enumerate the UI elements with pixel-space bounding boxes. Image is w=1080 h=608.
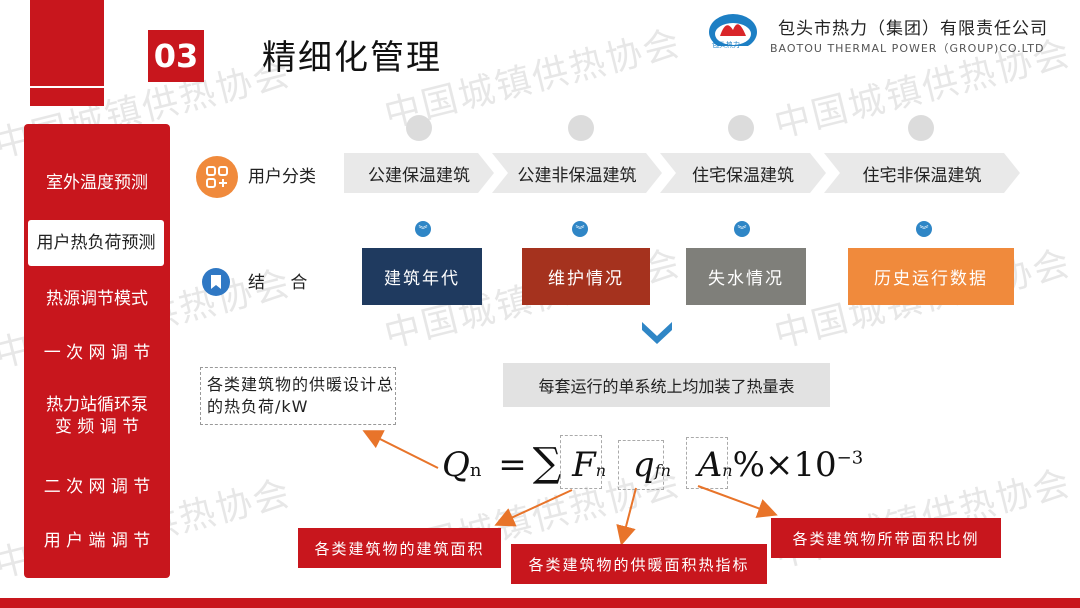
step-dot [728,115,754,141]
formula-box-f [560,435,602,489]
formula-box-q [618,440,664,490]
factor-water-loss: 失水情况 [686,248,806,305]
step-dot [568,115,594,141]
section-number: 03 [148,30,204,82]
chevron-down-icon: ︾ [572,221,588,237]
formula-sum: ∑ [532,440,562,486]
formula-tail: %×10 [732,445,837,485]
ratio-annotation: 各类建筑物所带面积比例 [771,518,1001,558]
sidebar-item-primary-network[interactable]: 一 次 网 调 节 [43,343,151,363]
arrow-down-icon [640,318,674,346]
chevron-down-icon: ︾ [734,221,750,237]
step-dot [406,115,432,141]
logo-text: 包头热力 [712,41,740,49]
category-label: 用户分类 [248,167,316,187]
sidebar: 室外温度预测 用户热负荷预测 热源调节模式 一 次 网 调 节 热力站循环泵 变… [24,124,170,578]
formula-exponent: −3 [836,447,864,469]
category-residential-non-insulated: 住宅非保温建筑 [824,153,1020,193]
category-icon [196,156,238,198]
formula-q: q [632,445,655,485]
category-residential-insulated: 住宅保温建筑 [660,153,826,193]
header-red-band-lower [30,88,104,106]
sidebar-item-heat-source[interactable]: 热源调节模式 [46,289,148,309]
company-logo [706,10,760,58]
heat-load-formula: Qn =∑ Fn qfn An%×10−3 [442,440,863,486]
combine-label: 结 合 [248,273,318,293]
category-public-insulated: 公建保温建筑 [344,153,494,193]
factor-building-age: 建筑年代 [362,248,482,305]
formula-lhs: Q [442,445,470,485]
step-dot [908,115,934,141]
formula-f: F [572,445,596,485]
index-annotation: 各类建筑物的供暖面积热指标 [511,544,767,584]
sidebar-item-station-pump[interactable]: 热力站循环泵 变 频 调 节 [46,395,148,437]
company-name-cn: 包头市热力（集团）有限责任公司 [778,19,1048,39]
formula-a-sub: n [722,461,733,480]
sidebar-item-user-end[interactable]: 用 户 端 调 节 [43,531,151,551]
total-load-annotation: 各类建筑物的供暖设计总的热负荷/kW [200,367,396,425]
bookmark-icon [202,268,230,296]
meter-note: 每套运行的单系统上均加装了热量表 [503,363,830,407]
category-public-non-insulated: 公建非保温建筑 [492,153,662,193]
factor-history-data: 历史运行数据 [848,248,1014,305]
chevron-down-icon: ︾ [916,221,932,237]
page-title: 精细化管理 [262,38,442,78]
formula-equals: = [498,445,527,485]
formula-f-sub: n [595,461,607,480]
factor-maintenance: 维护情况 [522,248,650,305]
logo-mark-icon [709,14,757,56]
formula-a: A [697,445,723,485]
footer-bar [0,598,1080,608]
formula-lhs-sub: n [469,460,482,481]
formula-q-sub: fn [654,461,671,480]
header-red-band [30,0,104,88]
sidebar-item-user-load[interactable]: 用户热负荷预测 [28,220,164,266]
chevron-down-icon: ︾ [415,221,431,237]
sidebar-item-outdoor-temp[interactable]: 室外温度预测 [46,173,148,193]
company-name-en: BAOTOU THERMAL POWER（GROUP)CO.LTD [770,42,1045,55]
sidebar-item-label: 用户热负荷预测 [36,233,156,253]
sidebar-item-secondary-network[interactable]: 二 次 网 调 节 [43,477,151,497]
area-annotation: 各类建筑物的建筑面积 [298,528,501,568]
